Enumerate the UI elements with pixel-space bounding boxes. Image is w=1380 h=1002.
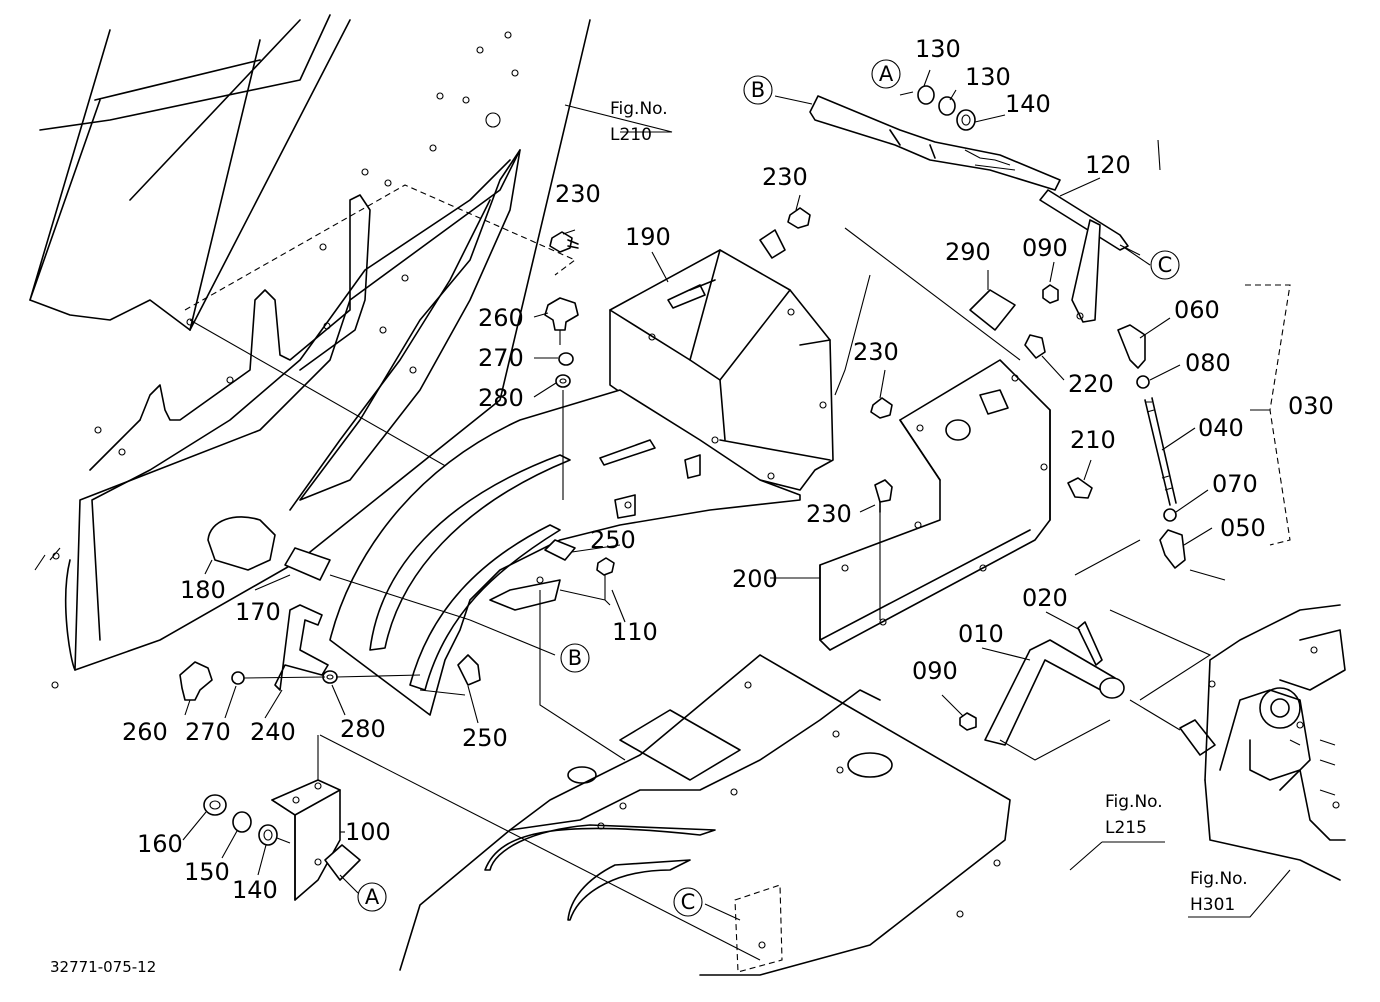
part-label-270: 270 <box>185 718 231 746</box>
part-label-160: 160 <box>137 830 183 858</box>
svg-text:A: A <box>365 885 380 909</box>
part-label-140: 140 <box>1005 90 1051 118</box>
floor-panel <box>319 590 1011 976</box>
cover-190 <box>609 229 834 491</box>
part-label-100: 100 <box>345 818 391 846</box>
part-label-210: 210 <box>1070 426 1116 454</box>
ref-circle-b-top: B <box>743 75 773 105</box>
part-label-070: 070 <box>1212 470 1258 498</box>
part-label-190: 190 <box>625 223 671 251</box>
leader-lines <box>182 69 1291 921</box>
part-label-110: 110 <box>612 618 658 646</box>
part-label-120: 120 <box>1085 151 1131 179</box>
fig-ref-l215-number: L215 <box>1105 818 1147 838</box>
part-label-270: 270 <box>478 344 524 372</box>
fig-ref-h301-label: Fig.No. <box>1190 869 1248 889</box>
figure-references: Fig.No. L210 Fig.No. L215 Fig.No. H301 <box>610 99 1248 915</box>
engine-outline <box>1204 604 1346 881</box>
rod-assembly-030 <box>1074 284 1291 701</box>
part-label-250: 250 <box>462 724 508 752</box>
ref-circle-a-bottom: A <box>357 882 387 912</box>
fig-ref-h301-number: H301 <box>1190 895 1235 915</box>
part-label-200: 200 <box>732 565 778 593</box>
shaft-010 <box>984 621 1216 761</box>
part-label-260: 260 <box>122 718 168 746</box>
part-label-140: 140 <box>232 876 278 904</box>
part-label-290: 290 <box>945 238 991 266</box>
part-label-260: 260 <box>478 304 524 332</box>
part-label-180: 180 <box>180 576 226 604</box>
part-label-130: 130 <box>965 63 1011 91</box>
ref-circle-c-bottom: C <box>673 887 703 917</box>
part-label-060: 060 <box>1174 296 1220 324</box>
part-label-230: 230 <box>762 163 808 191</box>
part-label-090: 090 <box>1022 234 1068 262</box>
part-label-090: 090 <box>912 657 958 685</box>
ref-circle-a-top: A <box>871 59 901 89</box>
part-label-020: 020 <box>1022 584 1068 612</box>
fig-ref-l215-label: Fig.No. <box>1105 792 1163 812</box>
part-label-280: 280 <box>340 715 386 743</box>
svg-text:A: A <box>879 62 894 86</box>
part-label-220: 220 <box>1068 370 1114 398</box>
fig-ref-l210-number: L210 <box>610 125 652 145</box>
svg-text:C: C <box>681 890 696 914</box>
svg-text:B: B <box>568 646 582 670</box>
ref-circle-b-mid: B <box>560 643 590 673</box>
part-label-230: 230 <box>555 180 601 208</box>
cab-structure-outline <box>29 14 591 689</box>
part-label-080: 080 <box>1185 349 1231 377</box>
part-label-230: 230 <box>853 338 899 366</box>
part-label-010: 010 <box>958 620 1004 648</box>
part-label-240: 240 <box>250 718 296 746</box>
lever-120 <box>809 95 1141 323</box>
part-label-170: 170 <box>235 598 281 626</box>
washer-stack-top <box>917 85 976 131</box>
reference-circles: A B C B A C <box>357 59 1180 917</box>
small-hardware <box>179 207 1093 901</box>
part-label-230: 230 <box>806 500 852 528</box>
part-label-280: 280 <box>478 384 524 412</box>
fig-ref-l210-label: Fig.No. <box>610 99 668 119</box>
main-side-panel <box>329 389 801 716</box>
part-label-130: 130 <box>915 35 961 63</box>
part-label-150: 150 <box>184 858 230 886</box>
svg-text:B: B <box>751 78 765 102</box>
bracket-200 <box>819 227 1051 651</box>
part-label-050: 050 <box>1220 514 1266 542</box>
svg-text:C: C <box>1158 253 1173 277</box>
ref-circle-c-right: C <box>1150 250 1180 280</box>
part-label-040: 040 <box>1198 414 1244 442</box>
drawing-code: 32771-075-12 <box>50 958 156 976</box>
part-label-030: 030 <box>1288 392 1334 420</box>
part-label-250: 250 <box>590 526 636 554</box>
part-number-labels: 230 190 230 260 270 280 130 130 140 120 … <box>122 35 1334 904</box>
